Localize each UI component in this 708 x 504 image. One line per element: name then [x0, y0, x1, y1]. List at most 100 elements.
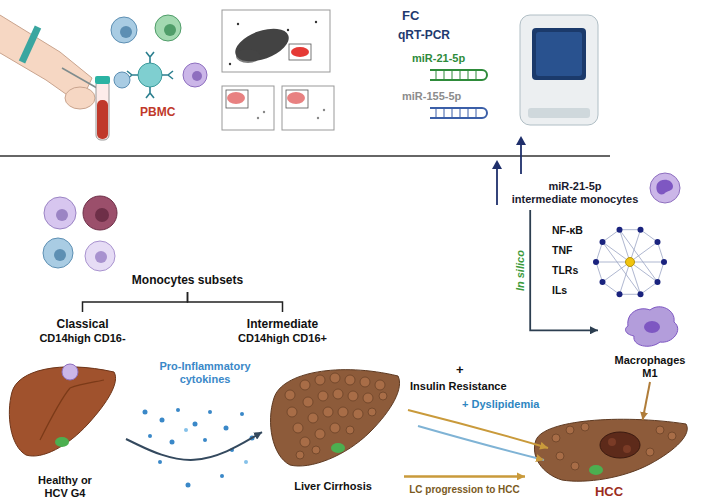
cytokine-dot	[240, 412, 244, 416]
cell-icon	[138, 63, 162, 87]
hairpin-symbol	[430, 108, 487, 118]
pathway-name: TLRs	[552, 260, 578, 280]
cytokine-dots	[143, 408, 255, 488]
event-cloud	[236, 49, 260, 63]
cell-nucleus	[644, 321, 660, 333]
gate-box	[289, 44, 311, 60]
marker-text: CD14high CD16-	[39, 332, 125, 345]
cell-nucleus	[54, 249, 66, 261]
cell-icon	[83, 196, 117, 230]
stage-label: Liver Cirrhosis	[294, 480, 372, 493]
arrow-shaft	[520, 144, 522, 174]
pcr-machine	[520, 15, 598, 125]
network-dot	[655, 239, 661, 245]
network-dot	[617, 291, 623, 297]
liver-shape	[9, 367, 115, 456]
mirna-label: miR-21-5p	[412, 52, 465, 65]
arrow-shaft	[496, 168, 498, 205]
pathway-name: ILs	[552, 280, 567, 300]
hairpin-symbol	[430, 70, 487, 80]
liver-vessel	[40, 380, 104, 440]
plot-frame	[282, 86, 334, 130]
mirna-label: miR-155-5p	[402, 90, 461, 103]
cell-nucleus	[164, 24, 176, 36]
connector	[188, 292, 283, 312]
network-dot	[661, 259, 667, 265]
liver-stage: HCC	[525, 420, 693, 502]
network-dot	[655, 279, 661, 285]
event-cloud	[231, 22, 293, 67]
connector	[404, 475, 525, 478]
marker-text: CD14high CD16+	[238, 332, 327, 345]
interaction-network	[593, 227, 667, 298]
section-divider	[0, 155, 610, 157]
cell-icon	[43, 238, 73, 268]
cell-icon	[62, 364, 78, 380]
event-cluster	[287, 92, 305, 104]
cell-nucleus	[120, 26, 132, 38]
stage-label: Healthy or HCV G4	[30, 474, 100, 500]
gallbladder	[331, 443, 345, 453]
event-cluster	[227, 92, 245, 104]
arrow-head	[492, 160, 502, 169]
cell-icon	[155, 15, 181, 41]
tumor-mass	[600, 432, 640, 458]
network-hub	[626, 258, 635, 267]
cell-icon	[44, 197, 76, 229]
cytokine-dot	[244, 460, 248, 464]
network-dot	[593, 259, 599, 265]
subset-name: Classical	[56, 317, 108, 331]
gallbladder	[55, 437, 69, 447]
event-dot	[287, 29, 289, 31]
risk-arrow	[418, 426, 544, 460]
connector	[83, 292, 188, 312]
monocyte-cells	[43, 196, 117, 271]
liver-nodules	[285, 373, 387, 459]
event-dot	[263, 111, 265, 113]
cytokine-dot	[184, 428, 188, 432]
cytokine-dot	[203, 438, 207, 442]
edge-label: In silico	[514, 249, 527, 292]
method-label: FC	[402, 8, 419, 24]
cytokine-dot	[158, 460, 162, 464]
group-heading: Monocytes subsets	[125, 268, 250, 292]
cytokine-dot	[160, 418, 165, 423]
machine-base	[528, 108, 590, 118]
plus-sign: +	[456, 362, 464, 378]
gate-box	[286, 90, 308, 108]
healthy-liver	[9, 364, 115, 456]
risk-factor: + Dyslipidemia	[462, 398, 539, 411]
machine-body	[520, 15, 598, 125]
cytokine-dot	[186, 483, 191, 488]
blood-tube	[96, 80, 109, 140]
cell-label: Macrophages M1	[608, 354, 692, 380]
event-cluster	[291, 47, 309, 57]
cytokine-dot	[193, 422, 198, 427]
arm-illustration	[0, 12, 110, 140]
cirrhotic-liver	[271, 370, 400, 466]
event-dot	[237, 23, 239, 25]
method-label: qRT-PCR	[398, 28, 450, 42]
event-dot	[229, 63, 231, 65]
gallbladder	[589, 465, 603, 475]
hairpin-rungs	[436, 70, 476, 80]
monocyte-subset: IntermediateCD14high CD16+	[215, 312, 350, 350]
cell-nucleus	[95, 251, 107, 263]
event-dot	[323, 109, 325, 111]
cytokine-label: Pro-Inflammatory cytokines	[150, 360, 260, 386]
plot-frame	[222, 10, 330, 72]
subset-name: Intermediate	[247, 317, 318, 331]
liver-shape	[271, 370, 400, 466]
network-dot	[600, 239, 606, 245]
macrophage-cell: Macrophages M1	[598, 306, 702, 382]
cell-nucleus	[56, 209, 68, 221]
stage-label: HCC	[595, 484, 623, 500]
edge-label: LC progression to HCC	[408, 484, 521, 496]
liver-stage: Healthy or HCV G4	[4, 352, 126, 502]
machine-screen	[532, 28, 586, 80]
cytokine-dot	[220, 474, 224, 478]
monocyte-cell: miR-21-5pintermediate monocytes	[505, 176, 645, 210]
tumor-nodule	[623, 445, 631, 453]
